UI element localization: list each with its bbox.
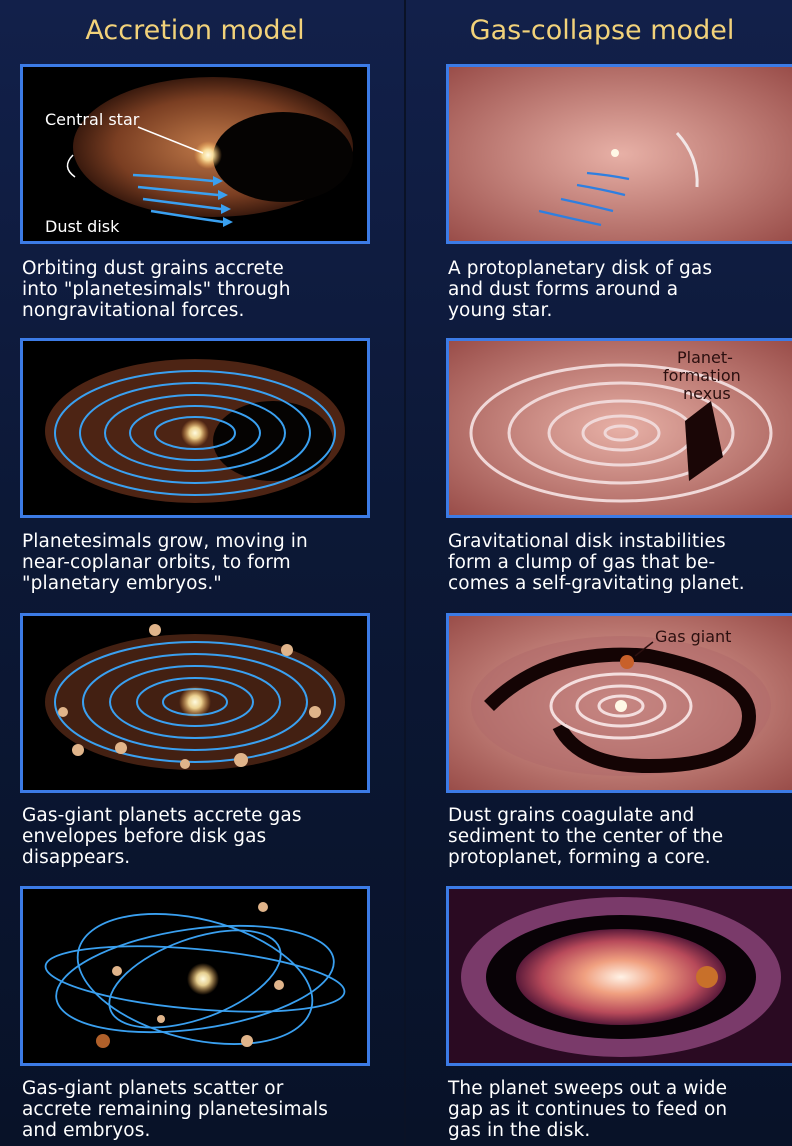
central-star: [179, 686, 211, 718]
accretion-panel-2: [20, 338, 370, 518]
central-star: [181, 419, 209, 447]
protoplanetary-disk-illustration: [449, 67, 792, 241]
nexus-label-2: formation: [663, 366, 741, 385]
central-star: [615, 700, 627, 712]
dark-gap-arm: [484, 647, 757, 774]
inner-disk: [516, 929, 726, 1025]
accretion-panel-3: [20, 613, 370, 793]
gas-giant-label: Gas giant: [655, 627, 731, 646]
spiral-arms: [469, 363, 773, 503]
planet-formation-nexus: [685, 401, 723, 481]
spiral-arms: [549, 672, 693, 740]
orbit-arrows: [538, 171, 630, 227]
accretion-model-title: Accretion model: [85, 15, 305, 46]
eccentric-orbits: [44, 913, 346, 1045]
young-star: [611, 149, 619, 157]
core-formation-illustration: Gas giant: [449, 616, 792, 790]
gas-collapse-caption-3: Dust grains coagulate and sediment to th…: [448, 805, 724, 868]
gas-giant-planet: [620, 655, 634, 669]
gas-collapse-panel-3: Gas giant: [446, 613, 792, 793]
column-divider: [404, 0, 406, 1146]
accretion-caption-2: Planetesimals grow, moving in near-copla…: [22, 531, 308, 594]
planet-scattering-illustration: [44, 902, 346, 1048]
spiral-orbits: [54, 370, 336, 496]
disk-instability-illustration: Planet- formation nexus: [449, 341, 792, 515]
scattered-bodies: [112, 902, 284, 1047]
accretion-caption-1: Orbiting dust grains accrete into "plane…: [22, 258, 291, 321]
planetesimal-orbits-illustration: [45, 359, 345, 503]
nexus-label-3: nexus: [683, 384, 731, 403]
central-star: [187, 963, 219, 995]
gas-collapse-panel-2: Planet- formation nexus: [446, 338, 792, 518]
dust-disk-label: Dust disk: [45, 217, 120, 236]
accretion-panel-1: Central star Dust disk: [20, 64, 370, 244]
gas-giant-planet: [696, 966, 718, 988]
dust-disk-illustration: Central star Dust disk: [45, 77, 353, 236]
nexus-label-1: Planet-: [677, 348, 733, 367]
gas-giant-formation-illustration: [45, 624, 345, 770]
planet-bodies: [58, 624, 321, 769]
accretion-caption-3: Gas-giant planets accrete gas envelopes …: [22, 805, 302, 868]
gas-collapse-panel-1: [446, 64, 792, 244]
accretion-panel-4: [20, 886, 370, 1066]
central-star-pointer: [137, 126, 204, 154]
gas-collapse-model-title: Gas-collapse model: [469, 15, 735, 46]
gap-sweeping-illustration: [449, 889, 792, 1063]
gas-giant-planet: [96, 1034, 110, 1048]
concentric-orbits: [54, 641, 336, 763]
gas-collapse-panel-4: [446, 886, 792, 1066]
central-star: [194, 141, 222, 169]
central-star-label: Central star: [45, 110, 140, 129]
gas-collapse-caption-1: A protoplanetary disk of gas and dust fo…: [448, 258, 713, 321]
gas-collapse-caption-4: The planet sweeps out a wide gap as it c…: [448, 1078, 728, 1141]
accretion-caption-4: Gas-giant planets scatter or accrete rem…: [22, 1078, 329, 1141]
gas-collapse-caption-2: Gravitational disk instabilities form a …: [448, 531, 745, 594]
orbit-arrows: [132, 173, 224, 224]
